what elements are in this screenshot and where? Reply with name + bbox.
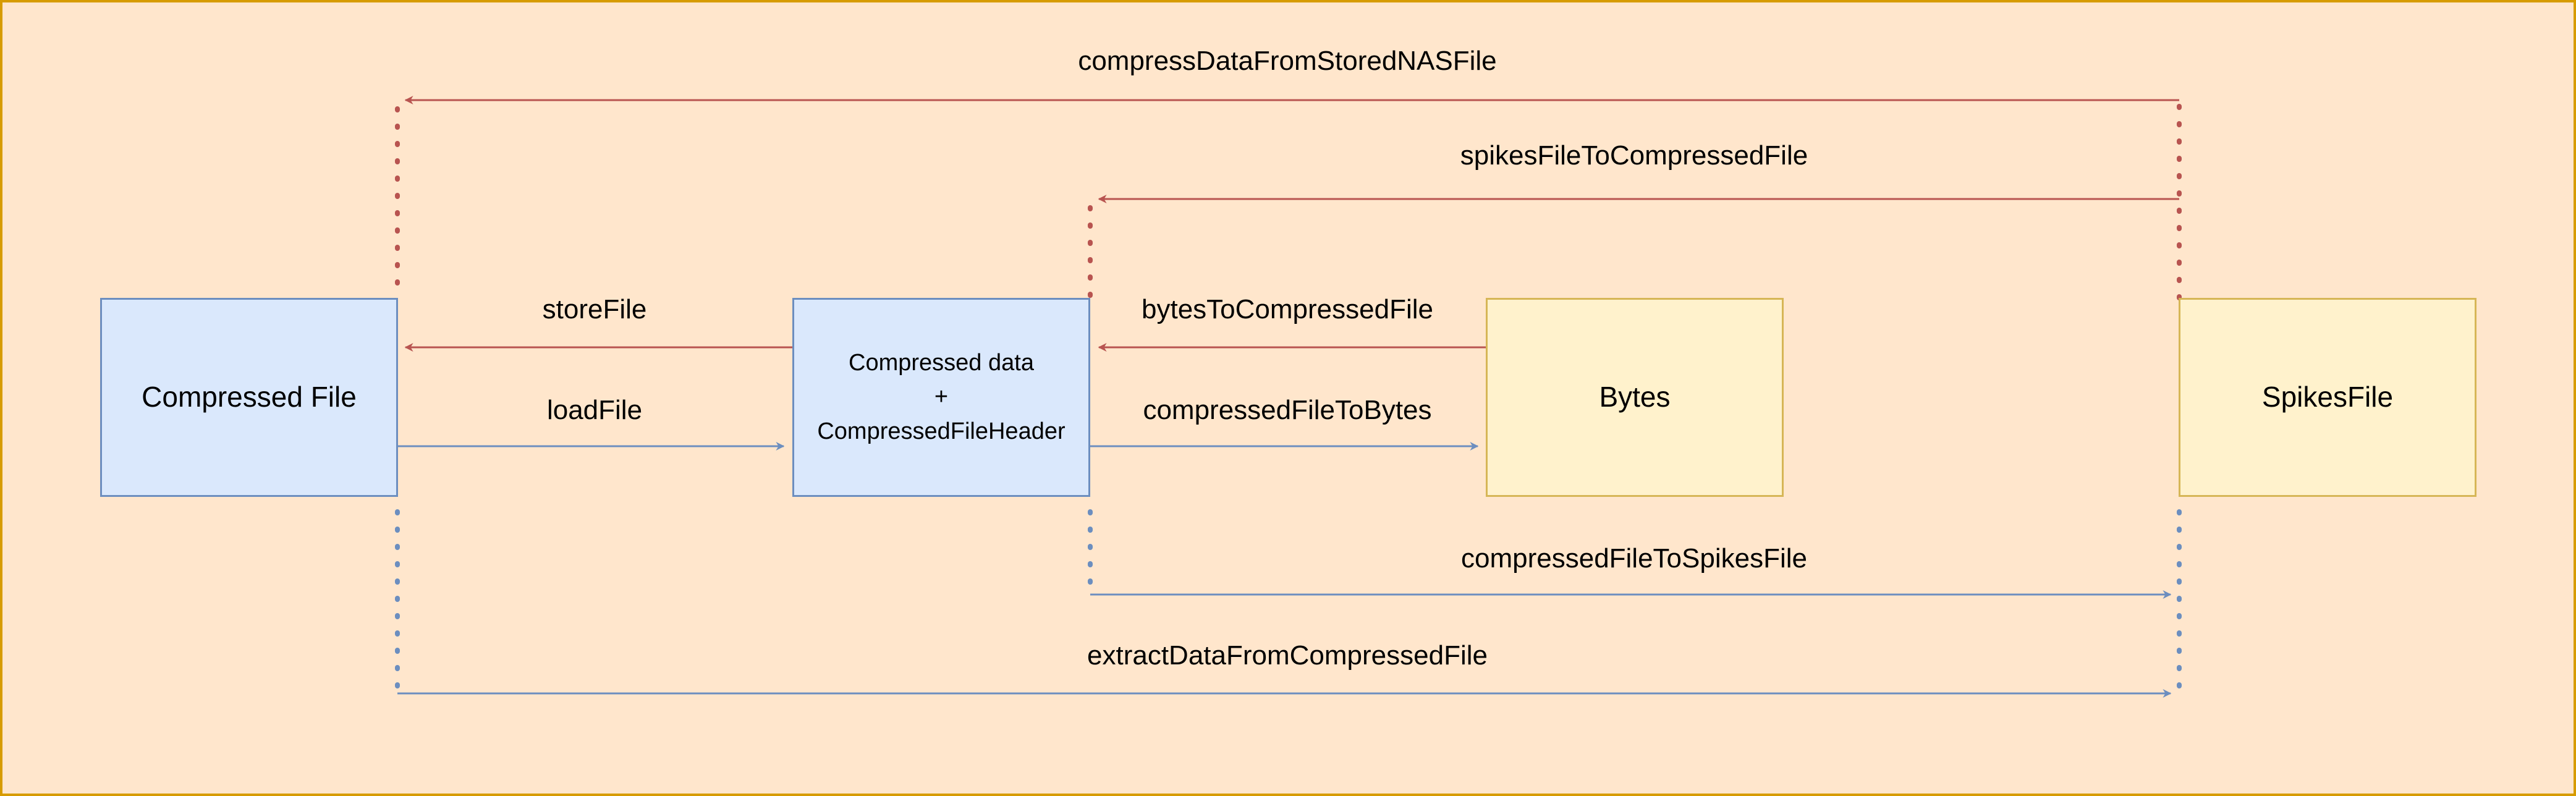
label-spikes-file-to-compressed-file: spikesFileToCompressedFile [1460,140,1808,171]
label-compressed-file-to-bytes: compressedFileToBytes [1143,395,1432,425]
node-compressed-data: Compressed data + CompressedFileHeader [792,298,1090,497]
node-compressed-data-line3: CompressedFileHeader [817,418,1066,444]
label-compressed-file-to-spikes-file: compressedFileToSpikesFile [1461,543,1807,574]
node-compressed-file-label: Compressed File [142,381,357,413]
node-spikes-file: SpikesFile [2179,298,2476,497]
node-spikes-file-label: SpikesFile [2261,381,2394,413]
node-bytes: Bytes [1486,298,1784,497]
label-compress-data-from-stored-nas-file: compressDataFromStoredNASFile [1078,46,1497,76]
node-compressed-file: Compressed File [100,298,398,497]
node-compressed-data-line2: + [934,384,949,410]
edge-compressed-file-to-spikes-file [1088,509,2172,599]
label-extract-data-from-compressed-file: extractDataFromCompressedFile [1087,640,1488,671]
edge-extract-data-from-compressed-file [395,509,2172,698]
node-bytes-label: Bytes [1599,381,1671,413]
label-load-file: loadFile [546,395,643,425]
edge-compress-data-from-stored-nas-file [395,96,2182,300]
label-bytes-to-compressed-file: bytesToCompressedFile [1142,294,1433,324]
label-store-file: storeFile [542,294,647,324]
node-compressed-data-line1: Compressed data [849,350,1034,376]
edge-spikes-file-to-compressed-file [1088,195,2179,300]
